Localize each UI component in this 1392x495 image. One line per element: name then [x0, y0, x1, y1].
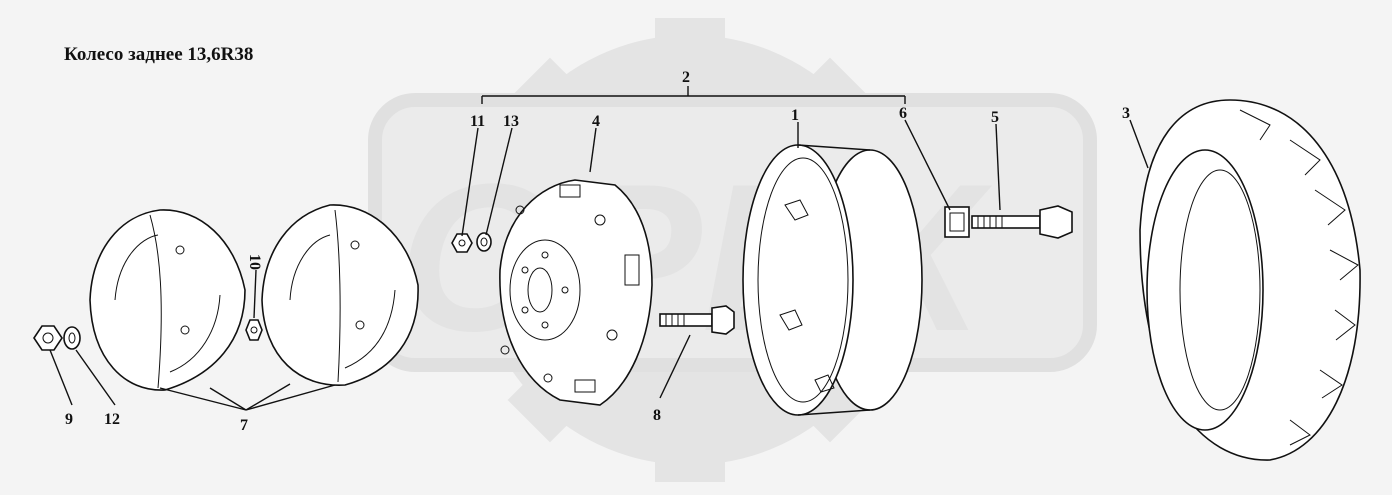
part-8-bolt — [659, 305, 735, 335]
group-2-bracket — [481, 86, 906, 104]
callout-1: 1 — [791, 107, 799, 124]
callout-5: 5 — [991, 109, 999, 126]
callout-9: 9 — [65, 411, 73, 428]
part-11-nut — [451, 233, 473, 253]
part-1-rim — [742, 144, 923, 416]
part-12-washer — [63, 326, 81, 350]
part-7-weight-right — [261, 204, 419, 386]
callout-13: 13 — [503, 113, 519, 130]
callout-4: 4 — [592, 113, 600, 130]
part-4-disc — [499, 179, 653, 406]
callout-10: 10 — [246, 254, 263, 270]
diagram-title: Колесо заднее 13,6R38 — [64, 44, 254, 65]
callout-8: 8 — [653, 407, 661, 424]
part-13-washer — [476, 232, 492, 252]
part-5-bolt — [971, 205, 1073, 239]
callout-7: 7 — [240, 417, 248, 434]
callout-3: 3 — [1122, 105, 1130, 122]
part-3-tire — [1139, 99, 1361, 461]
callout-11: 11 — [470, 113, 485, 130]
callout-12: 12 — [104, 411, 120, 428]
callout-2: 2 — [682, 69, 690, 86]
part-9-nut — [33, 325, 63, 351]
callout-numbers: 2 1 11 13 4 6 5 3 10 9 12 8 7 — [65, 69, 1130, 434]
callout-6: 6 — [899, 105, 907, 122]
part-7-weight-left — [89, 209, 246, 391]
leader-lines — [49, 119, 1149, 411]
part-6-washer — [944, 206, 970, 238]
part-10-nut — [245, 319, 263, 341]
